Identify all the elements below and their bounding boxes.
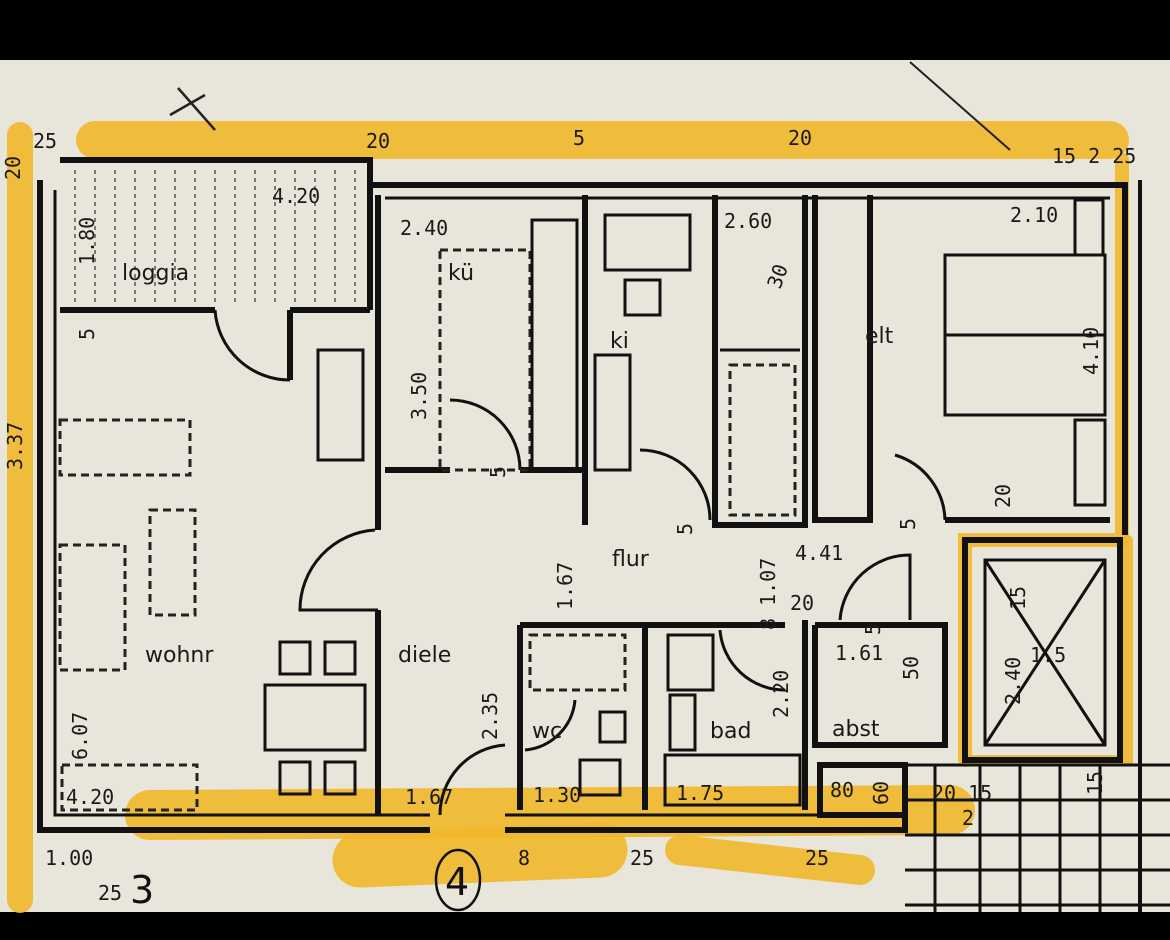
room-label-storage: abst: [832, 717, 880, 742]
dim-entry-width: 1.67: [405, 785, 453, 809]
dim-hall-20: 20: [790, 591, 814, 615]
furniture: [58, 198, 1107, 812]
dim-right-15: 15: [1083, 771, 1107, 795]
room-label-loggia: loggia: [122, 261, 189, 286]
dim-top-20b: 20: [788, 126, 812, 150]
dim-top-right: 15 2 25: [1052, 144, 1136, 168]
room-label-entry: diele: [398, 643, 451, 668]
room-label-kitchen: kü: [448, 261, 474, 286]
dim-top-20a: 20: [366, 129, 390, 153]
door-swings: [213, 309, 947, 816]
dim-loggia-depth: 1.80: [75, 217, 99, 265]
unit-number-3: 3: [130, 868, 154, 912]
dim-niche-60: 60: [869, 781, 893, 805]
room-label-living: wohnr: [145, 643, 214, 668]
dim-storage-50: 50: [899, 656, 923, 680]
dim-bottom-25a: 25: [98, 881, 122, 905]
dim-bottom-25c: 25: [805, 846, 829, 870]
north-line: [909, 61, 1011, 151]
unit-number-4: 4: [445, 860, 469, 904]
stair-grid: [905, 180, 1170, 912]
room-label-bath: bad: [710, 719, 751, 744]
dim-hall-length: 4.41: [795, 541, 843, 565]
dim-living-width: 4.20: [66, 785, 114, 809]
dim-kitchen-depth: 3.50: [407, 372, 431, 420]
room-label-parents: elt: [865, 324, 894, 349]
dim-bottom-8: 8: [518, 846, 530, 870]
dim-bath-width: 1.75: [676, 781, 724, 805]
dim-parents-20: 20: [991, 484, 1015, 508]
dim-parents-depth: 4.10: [1079, 327, 1103, 375]
dim-storage-width: 1.61: [835, 641, 883, 665]
dim-hall-167: 1.67: [553, 562, 577, 610]
room-labels: loggia kü ki elt flur wohnr diele wc bad…: [122, 261, 894, 744]
dim-niche-80: 80: [830, 778, 854, 802]
unit-4-circle: [434, 848, 482, 912]
dim-shaft-240: 2.40: [1001, 657, 1025, 705]
dim-bottom-25b: 25: [630, 846, 654, 870]
dim-top-5: 5: [573, 126, 585, 150]
dim-shaft-15: 15: [1006, 586, 1030, 610]
dim-kitchen-width: 2.40: [400, 216, 448, 240]
dim-parents-width: 2.10: [1010, 203, 1058, 227]
loggia-hatch: [74, 170, 356, 305]
dim-living-depth: 6.07: [68, 712, 92, 760]
room-label-hall: flur: [612, 547, 650, 572]
dim-right-20-15: 20 15: [932, 781, 992, 805]
dim-wc-width: 1.30: [533, 783, 581, 807]
room-label-child: ki: [610, 329, 629, 354]
dim-living-5: 5: [75, 328, 99, 340]
walls: [37, 157, 1128, 833]
dim-entry-depth: 2.35: [478, 692, 502, 740]
dim-left-337: 3.37: [3, 422, 27, 470]
dim-hall-107: 8 1.07: [756, 558, 780, 630]
dim-right-2: 2: [962, 806, 974, 830]
dim-storage-5: 5: [861, 623, 885, 635]
dim-top-25: 25: [33, 129, 57, 153]
dim-left-20: 20: [1, 156, 25, 180]
dim-bath-top-width: 2.60: [724, 209, 772, 233]
room-label-wc: wc: [532, 719, 562, 744]
dim-parents-door: 5: [896, 518, 920, 530]
cross-mark: [169, 87, 216, 131]
dim-bath-220: 2.20: [769, 670, 793, 718]
dim-kitchen-door: 5: [486, 466, 510, 478]
dim-bottom-100: 1.00: [45, 846, 93, 870]
dimension-labels: 25 20 5 20 15 2 25 20 4.20 1.80 5 2.40 3…: [1, 126, 1136, 905]
dim-child-door: 5: [673, 523, 697, 535]
dim-loggia-width: 4.20: [272, 184, 320, 208]
dim-shaft-label: 1.5: [1030, 643, 1066, 667]
